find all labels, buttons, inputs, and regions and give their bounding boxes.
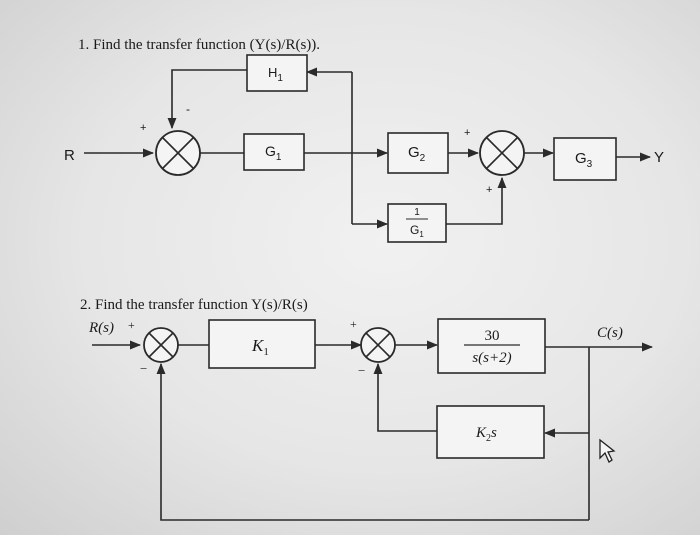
p1-g3-block: G3 [553,137,617,181]
p1-inverse-g1-to-sum2-arrow [446,176,507,225]
svg-text:G3: G3 [575,150,593,170]
p2-output-label: C(s) [597,325,623,341]
p2-k2s-block: K2s [436,405,545,459]
p2-unity-feedback-arrow [156,362,589,521]
p1-sum1-plus-sign: + [140,122,146,134]
p1-summing-junction-1 [155,130,201,176]
p1-output-label: Y [654,149,664,166]
p2-k2s-feedback-arrow [373,362,437,432]
p2-sum1-plus-sign: + [128,318,135,332]
p1-h1-block: H1 [246,54,308,92]
p1-sum2-top-plus-sign: + [464,127,470,139]
svg-text:G1: G1 [265,143,282,163]
problem1-title: 1. Find the transfer function (Y(s)/R(s)… [78,37,320,53]
svg-text:K2s: K2s [475,425,497,444]
p1-summing-junction-2 [479,130,525,176]
problem2-title: 2. Find the transfer function Y(s)/R(s) [80,297,308,313]
p1-h1-feedback-arrow [167,69,247,130]
p2-input-label: R(s) [88,320,114,336]
p2-sum2-minus-sign: − [358,363,365,378]
p1-g1-block: G1 [243,133,305,171]
svg-text:s(s+2): s(s+2) [472,350,511,366]
p1-sum2-bottom-plus-sign: + [486,184,492,196]
svg-text:H1: H1 [268,65,283,84]
svg-text:K1: K1 [251,336,269,358]
svg-text:G2: G2 [408,144,426,164]
p2-plant-block: 30 s(s+2) [437,318,546,374]
p2-k1-block: K1 [208,319,316,369]
p2-summing-junction-1 [143,327,179,363]
p2-sum1-minus-sign: − [140,361,147,376]
p2-sum2-plus-sign: + [350,317,357,331]
p1-input-label: R [64,147,75,164]
p2-summing-junction-2 [360,327,396,363]
p1-inverse-g1-block: 1 G1 [387,203,447,243]
svg-text:1: 1 [414,207,420,218]
p1-g2-block: G2 [387,132,449,174]
p1-sum1-minus-sign: - [186,102,190,116]
mouse-cursor-icon [599,438,616,463]
svg-text:30: 30 [485,328,500,344]
svg-text:G1: G1 [410,223,424,239]
